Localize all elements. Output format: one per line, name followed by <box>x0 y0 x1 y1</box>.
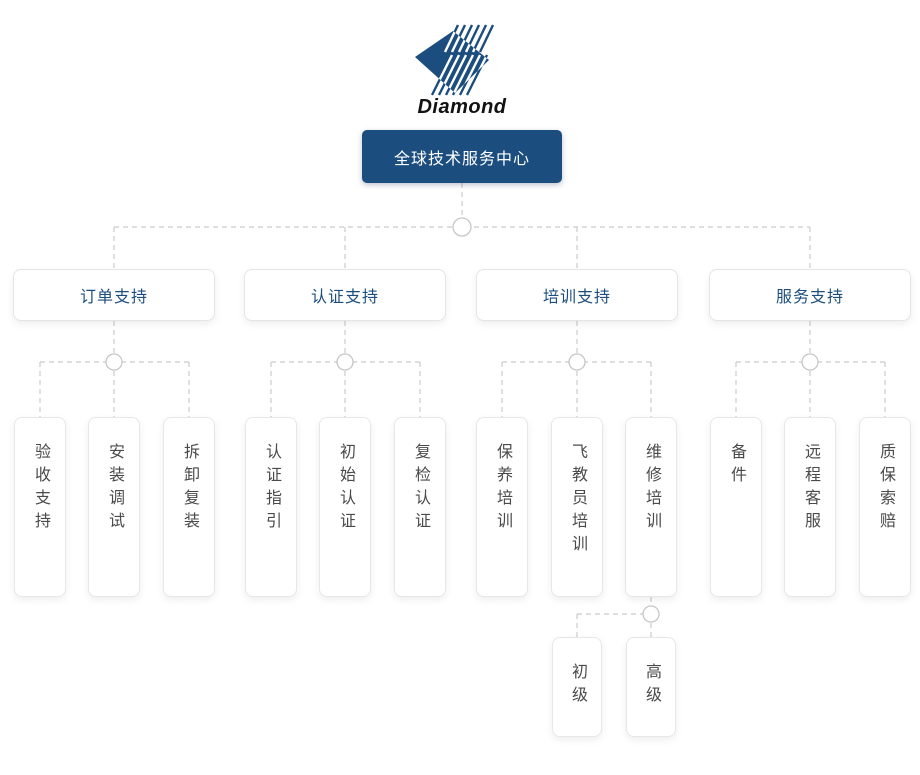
junction-circle <box>105 353 123 371</box>
branch-node-training-support: 培训支持 <box>476 269 678 321</box>
leaf-node-acceptance-support: 验收支持 <box>14 417 66 597</box>
leaf-node-certification-guide: 认证指引 <box>245 417 297 597</box>
leaf-node-warranty-claims: 质保索赔 <box>859 417 911 597</box>
junction-circle <box>801 353 819 371</box>
junction-circle <box>336 353 354 371</box>
leaf-node-maintenance-training: 维修培训 <box>625 417 677 597</box>
leaf-node-upkeep-training: 保养培训 <box>476 417 528 597</box>
branch-node-order-support: 订单支持 <box>13 269 215 321</box>
leaf-node-recheck-certification: 复检认证 <box>394 417 446 597</box>
leaf-node-installation-debugging: 安装调试 <box>88 417 140 597</box>
brand-wordmark: Diamond <box>417 96 507 118</box>
branch-node-service-support: 服务支持 <box>709 269 911 321</box>
junction-circle <box>642 605 660 623</box>
leaf-node-advanced-level: 高级 <box>626 637 676 737</box>
leaf-node-flight-instructor-training: 飞教员培训 <box>551 417 603 597</box>
root-node-global-tech-service-center: 全球技术服务中心 <box>362 130 562 183</box>
leaf-node-remote-customer-service: 远程客服 <box>784 417 836 597</box>
leaf-node-disassembly-reassembly: 拆卸复装 <box>163 417 215 597</box>
leaf-node-beginner-level: 初级 <box>552 637 602 737</box>
leaf-node-initial-certification: 初始认证 <box>319 417 371 597</box>
leaf-node-spare-parts: 备件 <box>710 417 762 597</box>
junction-circle <box>568 353 586 371</box>
brand-logo: Diamond <box>396 24 528 119</box>
diamond-stripes-icon <box>415 24 495 96</box>
branch-node-certification-support: 认证支持 <box>244 269 446 321</box>
junction-circle <box>452 217 472 237</box>
